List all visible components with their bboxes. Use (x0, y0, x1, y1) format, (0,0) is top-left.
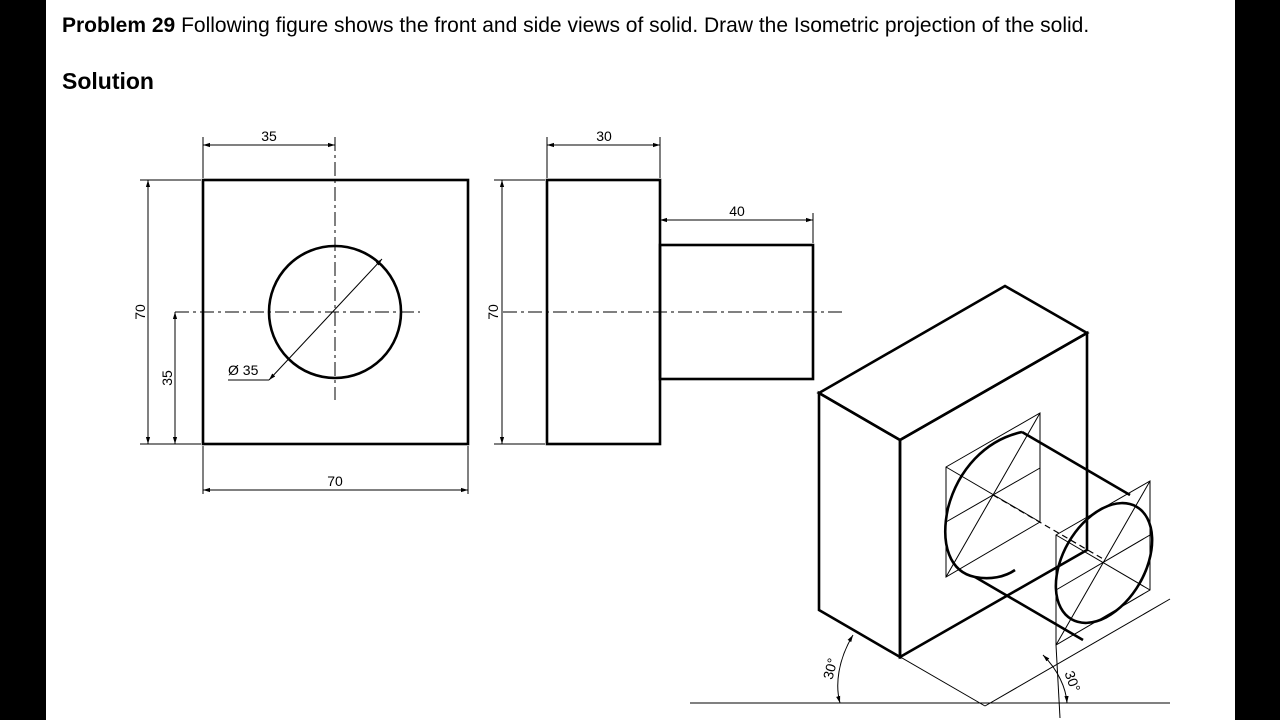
front-center-height-dim: 35 (159, 370, 175, 386)
problem-statement: Problem 29 Following figure shows the fr… (62, 12, 1235, 40)
front-top-dim: 35 (261, 128, 277, 144)
document-page: Problem 29 Following figure shows the fr… (46, 0, 1235, 720)
side-view: 30 40 70 (485, 128, 845, 446)
front-view: 35 70 35 Ø 35 70 (132, 128, 470, 494)
iso-block-front-face (898, 330, 1089, 660)
iso-cylinder-top-edge (1021, 430, 1131, 497)
iso-cylinder-bottom-edge (974, 575, 1084, 642)
iso-front-ellipse (1054, 501, 1154, 625)
left-angle-label: 30° (820, 656, 841, 681)
problem-label: Problem 29 (62, 14, 176, 37)
iso-back-ellipse (944, 430, 1023, 580)
left-angle-arc (836, 634, 854, 704)
right-angle-label: 30° (1062, 669, 1084, 694)
drawing-canvas: 35 70 35 Ø 35 70 30 40 (132, 128, 1171, 719)
iso-cylinder-axis (992, 494, 1106, 561)
right-angle-arc (1042, 654, 1069, 704)
front-diameter-leader (268, 258, 383, 381)
side-cylinder-length-dim: 40 (729, 203, 745, 219)
side-height-dim: 70 (485, 304, 501, 320)
problem-text: Following figure shows the front and sid… (181, 14, 1090, 37)
front-diameter-dim: Ø 35 (228, 362, 259, 378)
solution-heading: Solution (62, 68, 154, 94)
isometric-projection: 30° 30° (690, 284, 1171, 719)
front-height-dim: 70 (132, 304, 148, 320)
side-thickness-dim: 30 (596, 128, 612, 144)
front-width-dim: 70 (327, 473, 343, 489)
